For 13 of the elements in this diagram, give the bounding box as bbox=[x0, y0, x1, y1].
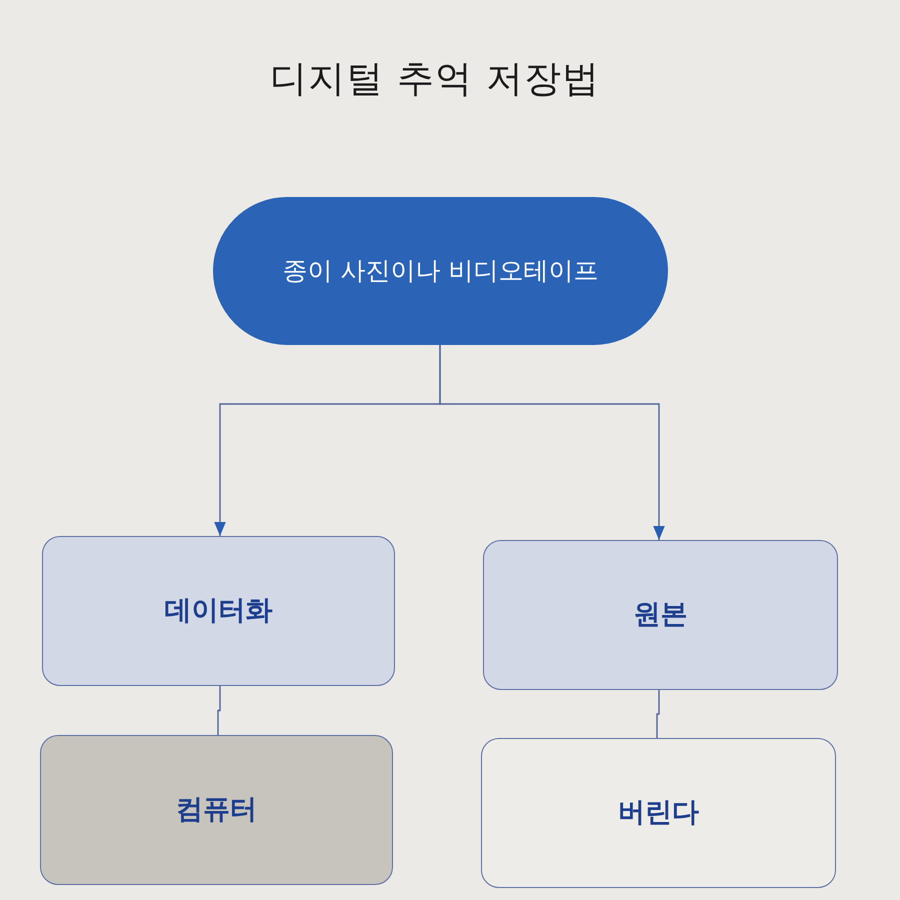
process-box bbox=[483, 540, 838, 690]
node-label: 컴퓨터 bbox=[176, 793, 257, 828]
node-label: 버린다 bbox=[618, 796, 699, 830]
node-label: 데이터화 bbox=[164, 594, 272, 628]
connector-line bbox=[217, 686, 221, 735]
process-box bbox=[40, 735, 393, 885]
process-box bbox=[42, 536, 395, 686]
diagram-title: 디지털 추억 저장법 bbox=[269, 56, 601, 102]
process-box bbox=[481, 738, 836, 888]
node-label: 종이 사진이나 비디오테이프 bbox=[282, 254, 598, 287]
connector-line bbox=[656, 690, 660, 738]
arrow bbox=[439, 345, 665, 540]
node-label: 원본 bbox=[634, 598, 688, 632]
